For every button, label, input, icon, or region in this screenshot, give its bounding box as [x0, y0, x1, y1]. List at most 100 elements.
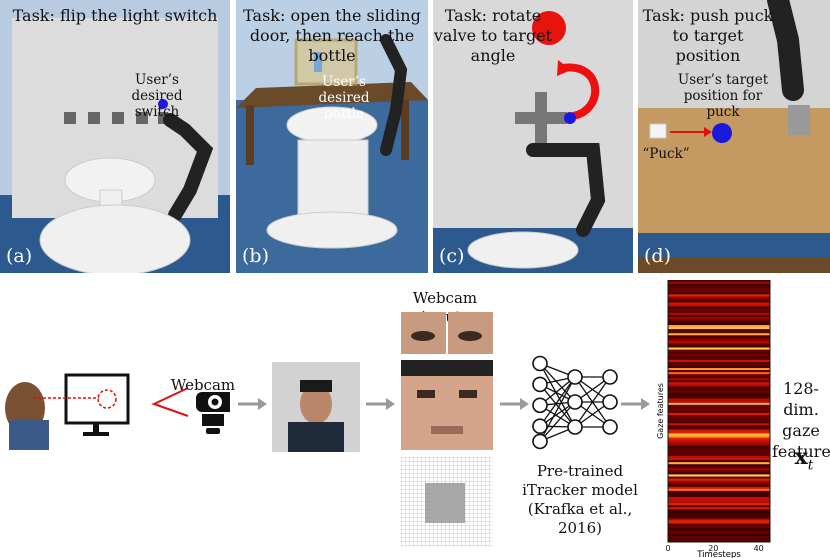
neural-network-icon	[532, 355, 618, 450]
heatmap-row	[668, 306, 770, 309]
heatmap-row	[668, 423, 770, 426]
heatmap-row	[668, 474, 770, 477]
heatmap-row	[668, 501, 770, 504]
nn-edge	[539, 363, 576, 403]
heatmap-row	[668, 351, 770, 354]
flow-arrow-3	[500, 398, 529, 410]
heatmap-row	[668, 290, 770, 293]
heatmap-row	[668, 288, 770, 291]
panel-b-label: (b)	[242, 245, 269, 267]
nn-node	[532, 376, 548, 393]
flow-arrow-2	[366, 398, 395, 410]
heatmap-row	[668, 511, 770, 514]
panel-a-annotation: User’s desired switch	[131, 72, 183, 120]
heatmap-row	[668, 466, 770, 469]
heatmap-row	[668, 413, 770, 416]
webcam-label: Webcam	[170, 376, 236, 394]
heatmap-row	[668, 335, 770, 338]
heatmap-row	[668, 529, 770, 533]
nn-node	[532, 355, 548, 372]
heatmap-row	[668, 453, 770, 457]
heatmap-row	[668, 437, 770, 440]
panel-b-scene	[236, 0, 428, 273]
heatmap-row	[668, 519, 770, 522]
nn-edge	[539, 401, 576, 442]
heatmap-row	[668, 359, 770, 363]
panel-d-label: (d)	[644, 245, 671, 267]
heatmap-row	[668, 472, 770, 475]
heatmap-row	[668, 499, 770, 502]
heatmap-row	[668, 411, 770, 414]
heatmap-row	[668, 394, 770, 397]
heatmap-row	[668, 396, 770, 400]
heatmap-row	[668, 537, 770, 541]
panel-c-task: Task: rotate valve to target angle	[433, 6, 553, 65]
heatmap-row	[668, 327, 770, 330]
flow-arrow-4	[621, 398, 650, 410]
heatmap-row	[668, 345, 770, 348]
heatmap-row	[668, 515, 770, 518]
heatmap-row	[668, 509, 770, 512]
panel-b-annotation: User’s desired bottle	[318, 74, 370, 122]
heatmap-row	[668, 476, 770, 479]
heatmap-row	[668, 484, 770, 488]
heatmap-row	[668, 386, 770, 389]
nn-edge	[574, 376, 611, 428]
heatmap-row	[668, 456, 770, 459]
heatmap-row	[668, 380, 770, 383]
gaze-features-subscript: t	[807, 457, 814, 474]
heatmap-row	[668, 294, 770, 297]
nn-node	[532, 397, 548, 414]
heatmap-row	[668, 337, 770, 340]
heatmap-row	[668, 427, 770, 430]
heatmap-row	[668, 339, 770, 342]
heatmap-row	[668, 390, 770, 393]
heatmap-row	[668, 429, 770, 432]
heatmap-row	[668, 282, 770, 285]
heatmap-row	[668, 445, 770, 449]
heatmap-row	[668, 388, 770, 391]
heatmap-y-axis-label: Gaze features	[656, 383, 665, 439]
heatmap-row	[668, 402, 770, 406]
heatmap-row	[668, 523, 770, 526]
heatmap-row	[668, 460, 770, 463]
user-at-monitor-illustration	[5, 373, 130, 450]
heatmap-row	[668, 419, 770, 422]
nn-edge	[539, 383, 576, 428]
flow-arrow-1	[238, 398, 267, 410]
heatmap-row	[668, 492, 770, 496]
heatmap-row	[668, 286, 770, 289]
heatmap-row	[668, 486, 770, 490]
heatmap-x-axis-label: Timesteps	[696, 550, 741, 558]
heatmap-row	[668, 503, 770, 506]
heatmap-row	[668, 447, 770, 451]
panel-a-label: (a)	[6, 245, 33, 267]
heatmap-row	[668, 343, 770, 346]
heatmap-row	[668, 314, 770, 318]
heatmap-row	[668, 349, 770, 352]
heatmap-row	[668, 322, 770, 326]
heatmap-row	[668, 441, 770, 445]
heatmap-row	[668, 398, 770, 402]
heatmap-row	[668, 470, 770, 473]
heatmap-row	[668, 341, 770, 344]
heatmap-x-tick-label: 40	[754, 544, 764, 553]
nn-node	[567, 369, 583, 385]
heatmap-row	[668, 539, 770, 543]
heatmap-row	[668, 296, 770, 299]
heatmap-row	[668, 382, 770, 385]
heatmap-row	[668, 298, 770, 301]
heatmap-row	[668, 300, 770, 303]
panel-a-task: Task: flip the light switch	[12, 6, 218, 25]
nn-node	[602, 394, 618, 410]
panel-d-annotation: User’s target position for puck	[677, 72, 769, 120]
heatmap-row	[668, 325, 770, 328]
webcam-icon	[151, 387, 230, 434]
heatmap-row	[668, 451, 770, 455]
heatmap-row	[668, 284, 770, 287]
heatmap-row	[668, 527, 770, 531]
heatmap-row	[668, 482, 770, 485]
heatmap-row	[668, 302, 770, 305]
heatmap-row	[668, 458, 770, 461]
